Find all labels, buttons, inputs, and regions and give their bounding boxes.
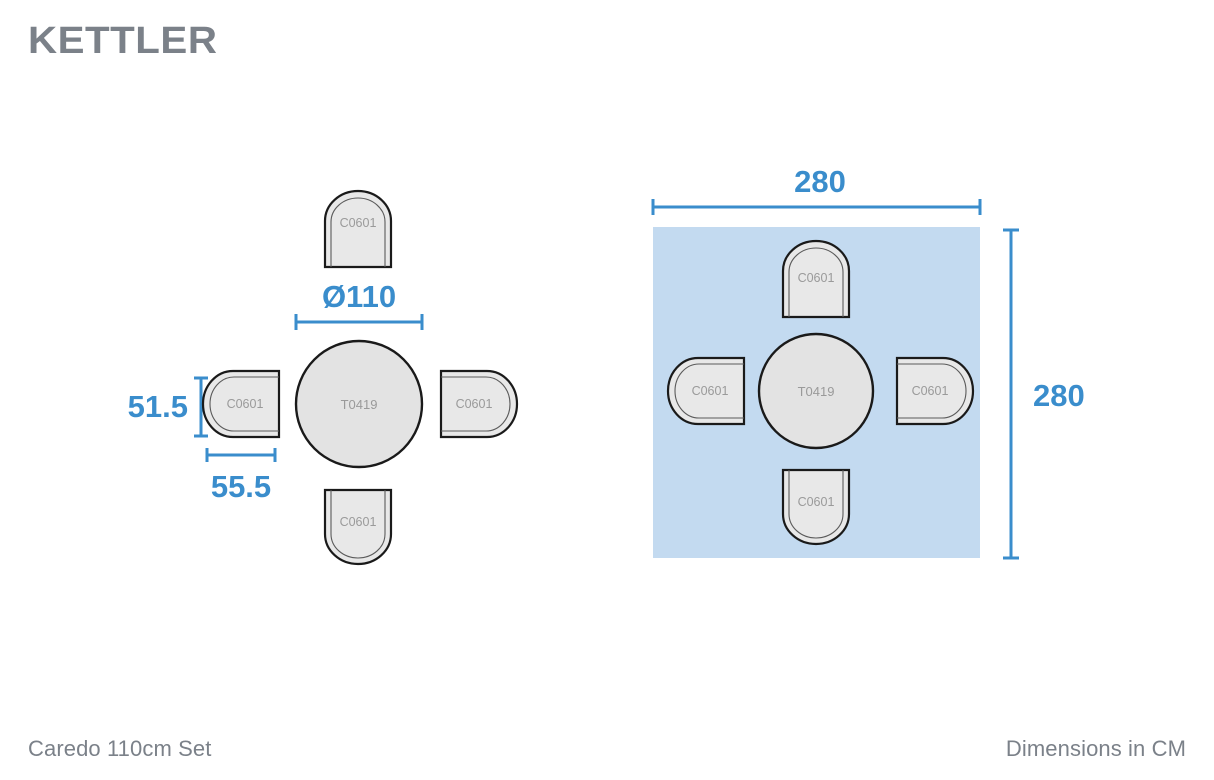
dimension-label-footprint-width: 280	[794, 164, 846, 199]
dimension-chair-width: 55.5	[205, 448, 277, 504]
chair-top: C0601	[323, 189, 393, 269]
footprint-chair-bottom: C0601	[781, 468, 851, 546]
footprint-table-code: T0419	[798, 384, 835, 399]
dimension-chair-depth: 51.5	[128, 376, 208, 438]
dimension-table-diameter: Ø110	[294, 279, 424, 330]
dimension-label-footprint-height: 280	[1033, 378, 1085, 413]
dimension-label-table-diameter: Ø110	[322, 279, 396, 314]
table-round: T0419	[294, 339, 424, 469]
footprint-table-round: T0419	[757, 332, 875, 450]
chair-left-code: C0601	[227, 397, 264, 411]
table-code: T0419	[341, 397, 378, 412]
kettler-logo: KETTLER	[28, 20, 218, 62]
footprint-chair-left-code: C0601	[692, 384, 729, 398]
footprint-chair-right-code: C0601	[912, 384, 949, 398]
footprint-chair-left: C0601	[666, 356, 746, 426]
diagram-footprint-plan-view: 280 280 C0601 C0601 C0601	[651, 164, 1085, 560]
dimension-footprint-height: 280	[1003, 228, 1085, 560]
dimension-label-chair-depth: 51.5	[128, 389, 188, 424]
chair-bottom-code: C0601	[340, 515, 377, 529]
footprint-chair-top-code: C0601	[798, 271, 835, 285]
chair-right: C0601	[439, 369, 519, 439]
footer-units-note: Dimensions in CM	[1005, 736, 1186, 761]
footprint-chair-top: C0601	[781, 239, 851, 319]
chair-bottom: C0601	[323, 488, 393, 566]
footer-product-name: Caredo 110cm Set	[28, 736, 212, 761]
chair-top-code: C0601	[340, 216, 377, 230]
dimension-footprint-width: 280	[651, 164, 982, 215]
chair-right-code: C0601	[456, 397, 493, 411]
footprint-area	[653, 227, 980, 558]
diagram-product-plan-view: Ø110 51.5 55.5 C0601 C0601	[128, 189, 519, 566]
dimension-label-chair-width: 55.5	[211, 469, 271, 504]
footprint-chair-bottom-code: C0601	[798, 495, 835, 509]
chair-left: C0601	[201, 369, 281, 439]
footprint-chair-right: C0601	[895, 356, 975, 426]
